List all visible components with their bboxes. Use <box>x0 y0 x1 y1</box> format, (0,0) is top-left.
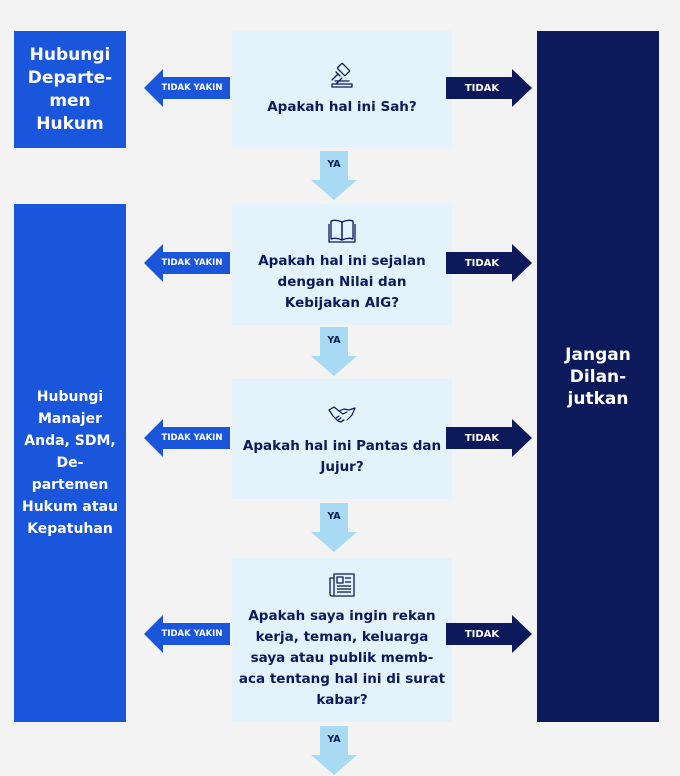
no-label: TIDAK <box>464 432 500 444</box>
not-sure-arrow-2: TIDAK YAKIN <box>144 244 230 282</box>
contact-manager-text: Hubungi Manajer Anda, SDM, De- partemen … <box>22 389 118 537</box>
do-not-proceed-text: Jangan Dilan- jutkan <box>565 344 631 409</box>
not-sure-label: TIDAK YAKIN <box>161 629 223 639</box>
no-label: TIDAK <box>464 628 500 640</box>
not-sure-arrow-3: TIDAK YAKIN <box>144 419 230 457</box>
yes-label: YA <box>327 734 341 745</box>
no-arrow-2: TIDAK <box>446 244 532 282</box>
question-text-fair: Apakah hal ini Pantas dan Jujur? <box>242 438 442 475</box>
yes-arrow-3: YA <box>311 503 357 552</box>
yes-arrow-4: YA <box>311 726 357 775</box>
question-box-fair: Apakah hal ini Pantas dan Jujur? <box>232 379 452 499</box>
question-text-values: Apakah hal ini sejalan dengan Nilai dan … <box>258 253 426 311</box>
yes-label: YA <box>327 335 341 346</box>
not-sure-label: TIDAK YAKIN <box>161 433 223 443</box>
not-sure-arrow-1: TIDAK YAKIN <box>144 69 230 107</box>
not-sure-label: TIDAK YAKIN <box>161 83 223 93</box>
question-text-newspaper: Apakah saya ingin rekan kerja, teman, ke… <box>238 607 446 708</box>
no-label: TIDAK <box>464 257 500 269</box>
question-box-legal: Apakah hal ini Sah? <box>232 31 452 148</box>
contact-legal-text: Hubungi Departe- men Hukum <box>27 44 113 134</box>
question-box-values: Apakah hal ini sejalan dengan Nilai dan … <box>232 204 452 325</box>
not-sure-arrow-4: TIDAK YAKIN <box>144 615 230 653</box>
yes-arrow-2: YA <box>311 327 357 376</box>
no-arrow-4: TIDAK <box>446 615 532 653</box>
no-arrow-3: TIDAK <box>446 419 532 457</box>
handshake-icon <box>327 400 357 430</box>
newspaper-icon <box>327 570 357 600</box>
yes-arrow-1: YA <box>311 151 357 200</box>
yes-label: YA <box>327 511 341 522</box>
yes-label: YA <box>327 159 341 170</box>
no-label: TIDAK <box>464 82 500 94</box>
contact-legal-panel: Hubungi Departe- men Hukum <box>14 31 126 148</box>
do-not-proceed-panel: Jangan Dilan- jutkan <box>537 31 659 722</box>
gavel-icon <box>327 61 357 91</box>
question-text-legal: Apakah hal ini Sah? <box>267 99 417 115</box>
question-box-newspaper: Apakah saya ingin rekan kerja, teman, ke… <box>232 558 452 722</box>
contact-manager-panel: Hubungi Manajer Anda, SDM, De- partemen … <box>14 204 126 722</box>
no-arrow-1: TIDAK <box>446 69 532 107</box>
not-sure-label: TIDAK YAKIN <box>161 258 223 268</box>
book-icon <box>327 215 357 245</box>
